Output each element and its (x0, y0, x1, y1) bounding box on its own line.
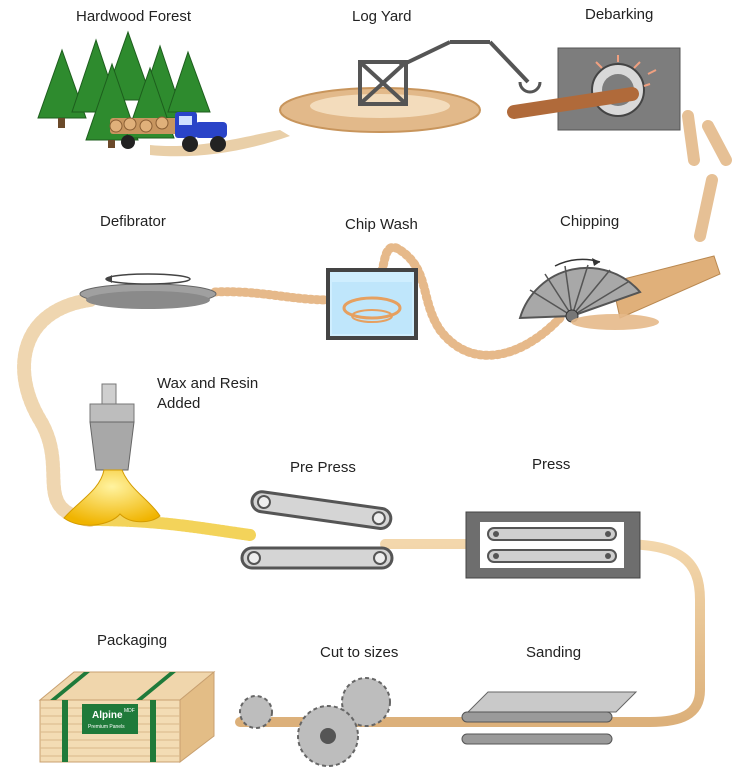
debarking-illustration (507, 47, 732, 242)
label-cut-to-sizes: Cut to sizes (320, 644, 399, 661)
log-yard-illustration (279, 40, 542, 133)
chip-wash-illustration (326, 268, 418, 340)
label-press: Press (532, 456, 571, 473)
label-debarking: Debarking (585, 6, 654, 23)
label-chip-wash: Chip Wash (345, 216, 418, 233)
chipping-illustration (518, 255, 721, 330)
forest-illustration (37, 30, 290, 157)
brand-superscript: MDF (124, 708, 135, 714)
pre-press-illustration (240, 490, 394, 570)
press-illustration (465, 511, 641, 579)
cut-to-sizes-illustration (239, 677, 391, 767)
label-sanding: Sanding (526, 644, 582, 661)
sanding-illustration (461, 691, 638, 745)
brand-label (82, 704, 138, 734)
crane-icon (358, 40, 542, 106)
label-wax-and-resin: Wax and Resin Added (157, 375, 259, 412)
log-truck-icon (109, 112, 290, 157)
packaging-illustration: Alpine MDF Premium Panels (38, 670, 216, 764)
brand-tagline: Premium Panels (88, 724, 125, 730)
label-log-yard: Log Yard (352, 8, 412, 25)
defibrator-illustration (79, 273, 217, 309)
label-packaging: Packaging (97, 632, 168, 649)
saw-blade-icon (239, 677, 391, 767)
resin-nozzle-illustration (63, 383, 161, 526)
label-chipping: Chipping (560, 213, 620, 230)
label-hardwood-forest: Hardwood Forest (76, 8, 192, 25)
brand-name: Alpine (92, 710, 123, 721)
label-defibrator: Defibrator (100, 213, 166, 230)
label-pre-press: Pre Press (290, 459, 356, 476)
